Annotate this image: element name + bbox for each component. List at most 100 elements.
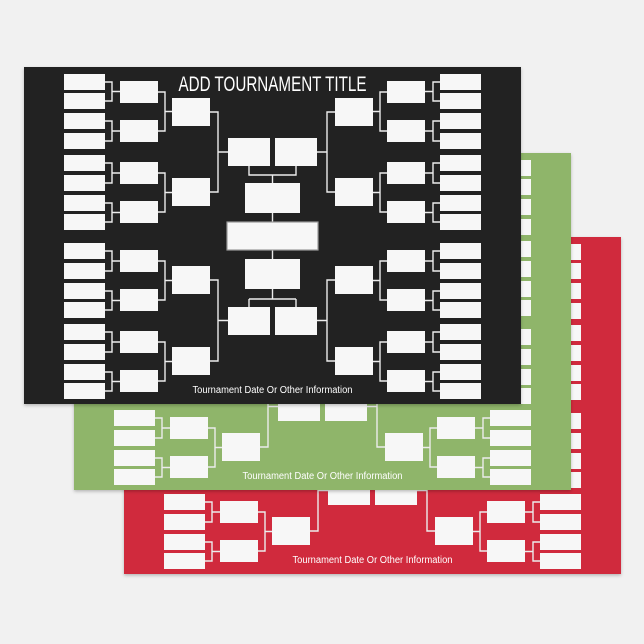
left-round1-slot: [114, 430, 155, 446]
left-round1-slot: [64, 74, 105, 90]
right-round1-slot: [440, 263, 481, 279]
right-round1-slot: [440, 344, 481, 360]
right-round3-slot: [335, 266, 373, 294]
left-round2-slot: [120, 331, 158, 353]
right-round1-slot: [490, 410, 531, 426]
right-round1-slot: [440, 133, 481, 149]
left-round3-slot: [172, 98, 210, 126]
right-round3-slot: [435, 517, 473, 545]
left-round2-slot: [120, 370, 158, 392]
left-round1-slot: [164, 534, 205, 550]
bracket-connector: [425, 250, 441, 272]
bracket-connector: [373, 172, 387, 213]
right-round2-slot: [387, 162, 425, 184]
bracket-connector: [158, 341, 172, 382]
bracket-connector: [104, 290, 120, 311]
left-round1-slot: [64, 383, 105, 399]
semifinal-slot: [245, 259, 300, 289]
right-round3-slot: [335, 347, 373, 375]
bracket-connector: [204, 541, 220, 562]
left-round2-slot: [220, 501, 258, 523]
left-round1-slot: [64, 283, 105, 299]
bracket-connector: [248, 289, 297, 307]
left-round1-slot: [64, 364, 105, 380]
right-round3-slot: [385, 433, 423, 461]
left-round2-slot: [170, 417, 208, 439]
left-round1-slot: [164, 553, 205, 569]
left-round1-slot: [64, 263, 105, 279]
bracket-connector: [475, 417, 491, 439]
bracket-connector: [425, 202, 441, 223]
left-round2-slot: [170, 456, 208, 478]
bracket-lines: [104, 81, 441, 392]
bracket-connector: [104, 202, 120, 223]
left-round3-slot: [222, 433, 260, 461]
right-quarterfinal-slot: [275, 307, 317, 335]
left-round2-slot: [120, 120, 158, 142]
tournament-subtitle: Tournament Date Or Other Information: [293, 555, 453, 566]
right-round2-slot: [487, 540, 525, 562]
left-round1-slot: [64, 113, 105, 129]
bracket-connector: [208, 427, 222, 468]
left-quarterfinal-slot: [228, 138, 270, 166]
bracket-connector: [248, 166, 297, 183]
bracket-connector: [425, 331, 441, 353]
right-round1-slot: [440, 175, 481, 191]
bracket-connector: [258, 511, 272, 552]
sheet-text: Tournament Date Or Other Information: [243, 471, 403, 482]
right-round1-slot: [440, 383, 481, 399]
tournament-subtitle: Tournament Date Or Other Information: [243, 471, 403, 482]
left-round2-slot: [120, 250, 158, 272]
bracket-connector: [104, 371, 120, 392]
right-round2-slot: [387, 250, 425, 272]
bracket-connector: [425, 290, 441, 311]
bracket-connector: [473, 511, 487, 552]
left-round2-slot: [120, 162, 158, 184]
right-round1-slot: [440, 214, 481, 230]
right-round1-slot: [490, 430, 531, 446]
right-round2-slot: [387, 370, 425, 392]
bracket-connector: [525, 541, 541, 562]
right-round1-slot: [440, 155, 481, 171]
bracket-connector: [104, 331, 120, 353]
right-round1-slot: [440, 364, 481, 380]
right-round3-slot: [335, 178, 373, 206]
bracket-connector: [158, 260, 172, 301]
right-round1-slot: [440, 93, 481, 109]
left-round1-slot: [64, 133, 105, 149]
bracket-connector: [423, 427, 437, 468]
bracket-connector: [104, 120, 120, 142]
left-round1-slot: [64, 344, 105, 360]
right-round1-slot: [440, 283, 481, 299]
right-round2-slot: [387, 81, 425, 103]
left-round1-slot: [64, 195, 105, 211]
bracket-connector: [425, 120, 441, 142]
bracket-slots: [64, 74, 481, 399]
bracket-connector: [210, 111, 228, 193]
bracket-connector: [373, 91, 387, 132]
right-round1-slot: [440, 74, 481, 90]
right-round2-slot: [437, 456, 475, 478]
right-round1-slot: [540, 553, 581, 569]
left-round3-slot: [272, 517, 310, 545]
bracket-connector: [425, 81, 441, 102]
bracket-connector: [204, 501, 220, 523]
right-round3-slot: [335, 98, 373, 126]
left-round1-slot: [164, 514, 205, 530]
semifinal-slot: [245, 183, 300, 213]
bracket-connector: [154, 417, 170, 439]
bracket-connector: [525, 501, 541, 523]
right-round2-slot: [487, 501, 525, 523]
right-round1-slot: [440, 302, 481, 318]
left-round1-slot: [64, 175, 105, 191]
bracket-connector: [104, 162, 120, 184]
left-round1-slot: [64, 155, 105, 171]
left-round1-slot: [114, 469, 155, 485]
right-round2-slot: [387, 289, 425, 311]
sheet-text: Tournament Date Or Other Information: [293, 555, 453, 566]
right-round1-slot: [490, 469, 531, 485]
right-round1-slot: [540, 514, 581, 530]
